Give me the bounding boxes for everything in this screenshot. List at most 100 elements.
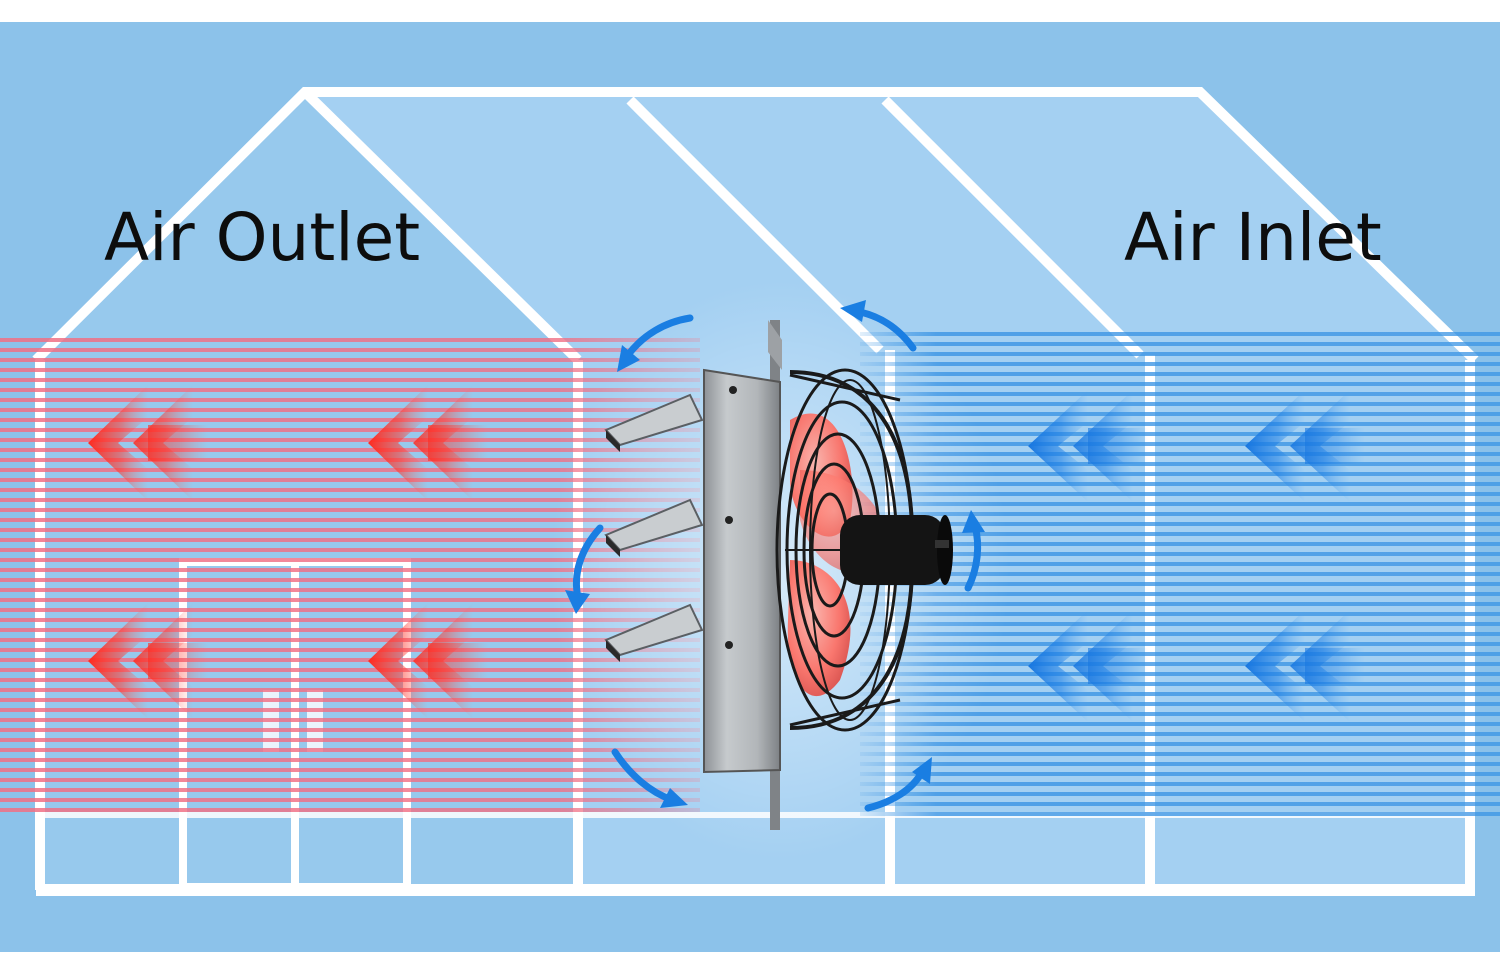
inlet-arrows: [1028, 390, 1365, 722]
hot-air-stripe: [0, 448, 700, 452]
hot-air-stripe: [0, 568, 700, 572]
cold-air-stripe: [860, 452, 1500, 456]
cold-air-stripe: [860, 342, 1500, 346]
cold-air-stripe: [860, 352, 1500, 356]
cold-air-stripe: [860, 562, 1500, 566]
shutter-louvers: [604, 393, 704, 662]
hot-air-stripe: [0, 738, 700, 742]
air-inlet-label: Air Inlet: [1124, 199, 1382, 276]
hot-air-stripe: [0, 748, 700, 752]
hot-air-stripe: [0, 658, 700, 662]
hot-air-stripe: [0, 338, 700, 342]
cold-air-stripe: [860, 592, 1500, 596]
double-chevron-left-red-icon: [88, 385, 208, 501]
cold-air-stripe: [860, 382, 1500, 386]
hot-air-stripe: [0, 488, 700, 492]
hot-air-stripe: [0, 598, 700, 602]
cold-air-stripe: [860, 582, 1500, 586]
cold-air-stripe: [860, 552, 1500, 556]
air-outlet-label: Air Outlet: [104, 199, 421, 276]
cold-air-stripe: [860, 372, 1500, 376]
hot-air-stripe: [0, 538, 700, 542]
cold-air-stripe: [860, 442, 1500, 446]
cold-air-stripe: [860, 682, 1500, 686]
double-chevron-left-blue-icon: [1245, 390, 1365, 502]
cold-air-stripe: [860, 802, 1500, 806]
double-chevron-left-red-icon: [88, 603, 208, 719]
hot-air-stripe: [0, 588, 700, 592]
double-chevron-left-blue-icon: [1028, 610, 1148, 722]
circulation-arrows: [565, 300, 985, 812]
hot-air-stripe: [0, 788, 700, 792]
hot-air-stripe: [0, 728, 700, 732]
cold-air-stripe: [860, 472, 1500, 476]
cold-air-stripe: [860, 392, 1500, 396]
cold-air-stripe: [860, 782, 1500, 786]
hot-air-stripe: [0, 548, 700, 552]
hot-air-stripe: [0, 698, 700, 702]
cold-air-stripe: [860, 762, 1500, 766]
cold-air-stripe: [860, 362, 1500, 366]
cold-air-stripe: [860, 812, 1500, 816]
cold-air-stripe: [860, 512, 1500, 516]
curved-arrow-icon: [565, 524, 604, 614]
hot-air-stripe: [0, 508, 700, 512]
hot-air-stripe: [0, 428, 700, 432]
hot-air-stripe: [0, 638, 700, 642]
curved-arrow-icon: [611, 748, 688, 808]
cold-air-stripe: [860, 422, 1500, 426]
double-chevron-left-red-icon: [368, 385, 488, 501]
hot-air-stripe: [0, 358, 700, 362]
cold-air-stripe: [860, 692, 1500, 696]
outlet-arrows: [88, 385, 488, 719]
cold-air-stripe: [860, 642, 1500, 646]
cold-air-stripe: [860, 492, 1500, 496]
cold-air-stripe: [860, 672, 1500, 676]
hot-air-stripe: [0, 498, 700, 502]
cold-air-stripe: [860, 742, 1500, 746]
exhaust-fan-icon: [604, 320, 953, 830]
hot-air-stripe: [0, 758, 700, 762]
double-chevron-left-red-icon: [368, 603, 488, 719]
cold-air-stripe: [860, 702, 1500, 706]
curved-arrow-icon: [864, 757, 932, 812]
cold-air-stripe: [860, 792, 1500, 796]
cold-air-stripe: [860, 532, 1500, 536]
cold-air-stripe: [860, 602, 1500, 606]
hot-air-stripe: [0, 608, 700, 612]
hot-air-stripe: [0, 368, 700, 372]
cold-air-stripe: [860, 712, 1500, 716]
hot-air-stripe: [0, 558, 700, 562]
hot-air-stripe: [0, 418, 700, 422]
cold-air-stripe: [860, 572, 1500, 576]
fan-motor: [840, 515, 953, 585]
cold-air-stripe: [860, 542, 1500, 546]
hot-air-stripe: [0, 618, 700, 622]
hot-air-stripe: [0, 628, 700, 632]
cold-air-stripes: [860, 332, 1500, 816]
cold-air-stripe: [860, 732, 1500, 736]
hot-air-stripe: [0, 518, 700, 522]
hot-air-stripe: [0, 408, 700, 412]
hot-air-stripe: [0, 528, 700, 532]
hot-air-stripe: [0, 768, 700, 772]
hot-air-stripe: [0, 438, 700, 442]
curved-arrow-icon: [617, 314, 694, 372]
cold-air-stripe: [860, 772, 1500, 776]
cold-air-stripe: [860, 622, 1500, 626]
hot-air-stripe: [0, 378, 700, 382]
cold-air-stripe: [860, 632, 1500, 636]
hot-air-stripe: [0, 678, 700, 682]
hot-air-stripe: [0, 708, 700, 712]
cold-air-stripe: [860, 412, 1500, 416]
hot-air-stripe: [0, 578, 700, 582]
hot-air-stripe: [0, 458, 700, 462]
double-chevron-left-blue-icon: [1028, 390, 1148, 502]
cold-air-stripe: [860, 752, 1500, 756]
cold-air-stripe: [860, 332, 1500, 336]
hot-air-stripe: [0, 688, 700, 692]
cold-air-stripe: [860, 522, 1500, 526]
cold-air-stripe: [860, 612, 1500, 616]
double-chevron-left-blue-icon: [1245, 610, 1365, 722]
